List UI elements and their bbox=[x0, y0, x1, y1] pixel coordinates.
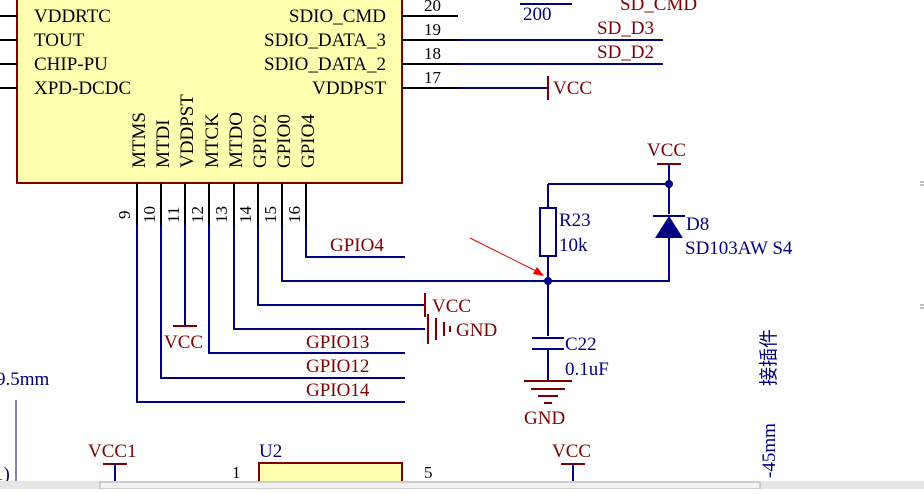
pin-label-gpio2: GPIO2 bbox=[250, 114, 271, 168]
c22-ref: C22 bbox=[565, 334, 597, 355]
net-label-gpio14: GPIO14 bbox=[306, 380, 370, 401]
annotation-arrow-head bbox=[533, 267, 544, 276]
d8-ref: D8 bbox=[686, 214, 709, 235]
pin-number: 17 bbox=[424, 68, 442, 87]
junction-dot bbox=[544, 277, 552, 285]
vcc-label-d8: VCC bbox=[647, 140, 686, 161]
pin-label-vddpst-right: VDDPST bbox=[312, 78, 386, 99]
net-label-gpio12: GPIO12 bbox=[306, 356, 369, 377]
dimension-left: 9.5mm bbox=[0, 369, 50, 390]
pin-label-xpd-dcdc: XPD-DCDC bbox=[34, 78, 131, 99]
pin-label-sdio-cmd: SDIO_CMD bbox=[289, 6, 386, 27]
u2-pin-5: 5 bbox=[424, 463, 433, 482]
pin-number: 20 bbox=[424, 0, 441, 15]
pin-number: 9 bbox=[115, 211, 134, 220]
pin-number: 12 bbox=[188, 206, 207, 223]
pin-label-mtms: MTMS bbox=[129, 112, 150, 168]
bottom-pin-labels: MTMS MTDI VDDPST MTCK MTDO GPIO2 GPIO0 G… bbox=[129, 94, 319, 168]
net-label-sd-d3: SD_D3 bbox=[597, 18, 654, 39]
net-label-gpio13: GPIO13 bbox=[306, 332, 369, 353]
pin-label-gpio4-pin: GPIO4 bbox=[298, 114, 319, 168]
u2-ref: U2 bbox=[259, 441, 282, 462]
pin-label-chip-pu: CHIP-PU bbox=[34, 54, 108, 75]
wire-mtms[interactable] bbox=[136, 225, 405, 403]
pin-label-gpio0: GPIO0 bbox=[274, 114, 295, 168]
u2-pin-1: 1 bbox=[232, 463, 241, 482]
resistor-r23[interactable] bbox=[539, 207, 557, 257]
pin-label-tout: TOUT bbox=[34, 30, 85, 51]
resistor-value-200: 200 bbox=[523, 4, 552, 25]
pin-label-sdio-data-2: SDIO_DATA_2 bbox=[264, 54, 386, 75]
vcc1-label: VCC1 bbox=[88, 441, 137, 462]
pin-label-mtdo: MTDO bbox=[226, 112, 247, 168]
vcc-label-pin11: VCC bbox=[164, 332, 203, 353]
junction-dot bbox=[665, 180, 673, 188]
pin-number: 14 bbox=[236, 206, 255, 224]
scrollbar-thumb[interactable] bbox=[99, 481, 761, 490]
d8-value: SD103AW S4 bbox=[685, 238, 793, 259]
pin-number: 10 bbox=[140, 206, 159, 223]
dimension-right: -45mm bbox=[759, 423, 780, 478]
vcc-label-bottom: VCC bbox=[552, 441, 591, 462]
wire-gpio14[interactable] bbox=[160, 225, 405, 379]
wire-gpio4[interactable] bbox=[305, 225, 405, 258]
pin-label-vddrtc: VDDRTC bbox=[34, 6, 111, 27]
pin-label-mtdi: MTDI bbox=[153, 119, 174, 168]
connector-note: 接插件 bbox=[758, 329, 780, 386]
wire-gpio12[interactable] bbox=[208, 225, 405, 354]
net-label-sd-cmd: SD_CMD bbox=[620, 0, 697, 15]
partial-left-text: 1) bbox=[0, 464, 10, 485]
pin-number: 15 bbox=[261, 206, 280, 223]
net-label-sd-d2: SD_D2 bbox=[597, 42, 654, 63]
net-label-gpio4: GPIO4 bbox=[330, 235, 384, 256]
wire-gpio13[interactable] bbox=[233, 225, 425, 330]
annotation-arrow-line bbox=[469, 237, 541, 274]
esp-chip-body[interactable] bbox=[16, 0, 403, 184]
gnd-label-c22: GND bbox=[524, 408, 565, 429]
pin-number: 19 bbox=[424, 20, 441, 39]
vcc-label-pin14: VCC bbox=[432, 296, 471, 317]
gnd-label-pin13: GND bbox=[456, 320, 497, 341]
pin-label-sdio-data-3: SDIO_DATA_3 bbox=[264, 30, 386, 51]
pin-label-vddpst-bottom: VDDPST bbox=[177, 94, 198, 168]
bottom-pin-numbers: 9 10 11 12 13 14 15 16 bbox=[115, 206, 304, 224]
pin-number: 13 bbox=[212, 206, 231, 223]
pin-number: 18 bbox=[424, 44, 441, 63]
vcc-label-right: VCC bbox=[553, 78, 592, 99]
pin-label-mtck: MTCK bbox=[202, 113, 223, 168]
pin-number: 16 bbox=[285, 206, 304, 223]
r23-value: 10k bbox=[559, 235, 588, 256]
c22-value: 0.1uF bbox=[565, 359, 609, 380]
r23-ref: R23 bbox=[559, 210, 591, 231]
wire-gpio2-vcc[interactable] bbox=[257, 225, 425, 306]
diode-d8[interactable] bbox=[655, 216, 683, 238]
pin-number: 11 bbox=[164, 207, 183, 223]
